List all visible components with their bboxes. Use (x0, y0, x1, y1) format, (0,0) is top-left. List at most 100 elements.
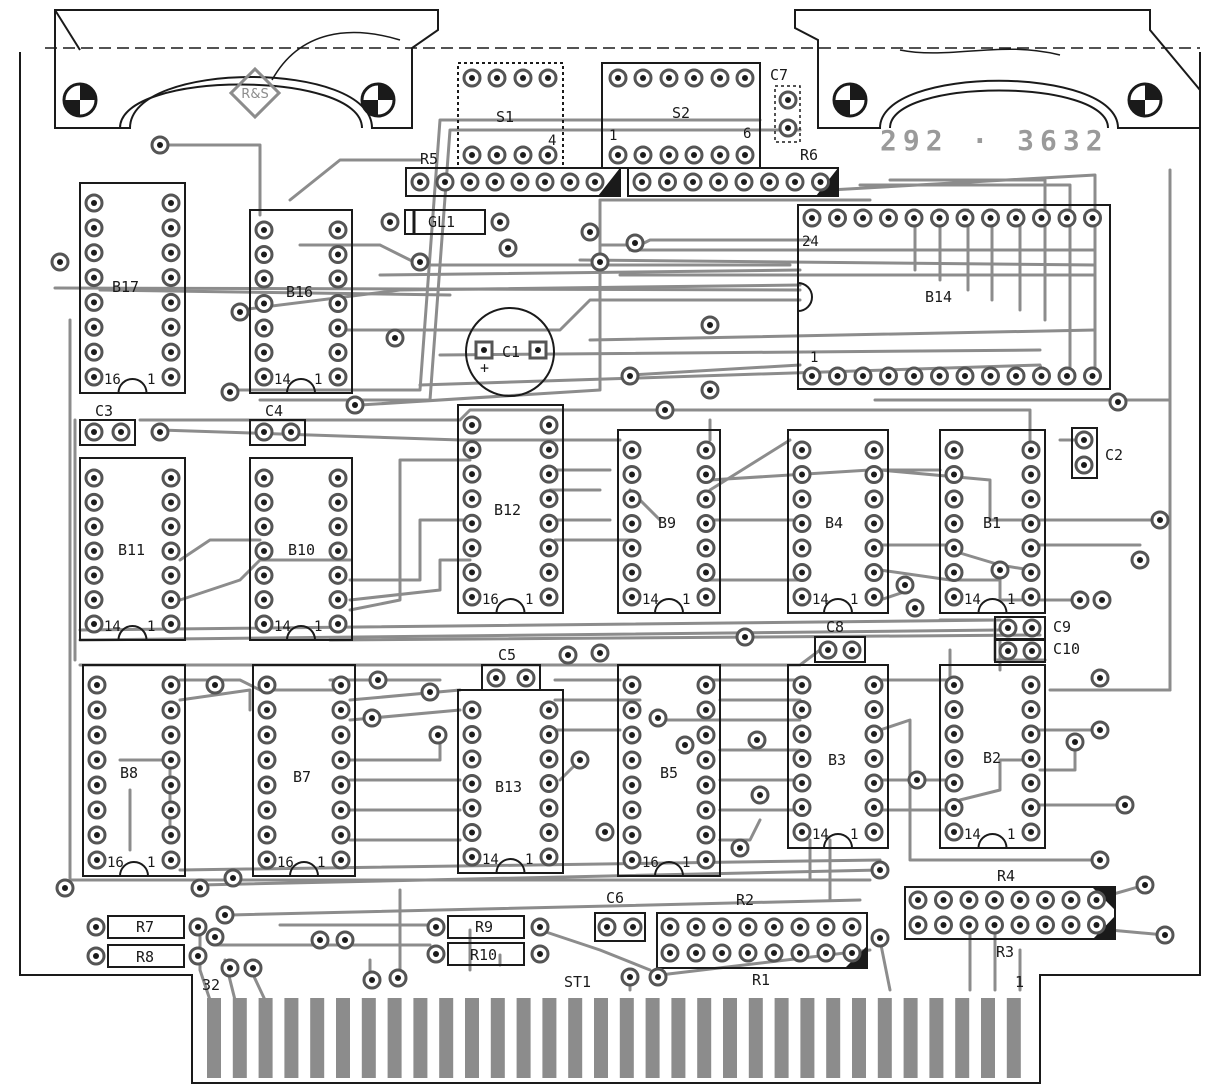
ic-pad (1032, 208, 1051, 228)
ic-pad (328, 318, 348, 338)
resistor-r7 (107, 915, 185, 939)
ic-pad (87, 850, 107, 870)
capacitor-c10 (994, 639, 1046, 663)
ic-b11 (79, 457, 186, 641)
via-pad (1090, 720, 1110, 740)
ic-pad (879, 366, 898, 386)
ic-pad (254, 343, 274, 362)
via-pad (905, 598, 925, 618)
ic-pad (161, 468, 181, 488)
label-c1-plus: + (480, 359, 489, 377)
resistor-pad (790, 943, 810, 963)
switch-s1 (457, 62, 564, 169)
ic-pad (853, 366, 873, 386)
ic-pad (331, 750, 351, 770)
label-r6: R6 (800, 146, 818, 164)
ic-pad (161, 565, 181, 585)
label-b2: B2 (983, 749, 1001, 767)
via-pad (1090, 668, 1110, 688)
ic-pad (792, 675, 812, 695)
ic-pin-label-first: 1 (682, 855, 690, 871)
ic-pad (254, 318, 274, 338)
ic-pad (696, 514, 716, 533)
ic-pad (539, 513, 559, 533)
resistor-r9 (447, 915, 525, 939)
resistor-pad (764, 917, 784, 937)
label-edge-pin32: 32 (202, 976, 220, 994)
ic-pad (944, 465, 964, 484)
ic-pad (1032, 366, 1051, 386)
via-pad (220, 958, 240, 978)
ic-pad (331, 700, 351, 720)
ic-pad (161, 675, 181, 695)
ic-pin-label-first: 1 (850, 592, 858, 608)
switch-pad (538, 145, 558, 165)
mounting-hole-3 (832, 82, 868, 118)
ic-pad (622, 850, 642, 870)
ic-b7 (252, 664, 356, 877)
capacitor-c5 (481, 664, 541, 691)
ic-pad (84, 292, 104, 312)
ic-pad (904, 208, 924, 228)
ic-pad (161, 825, 181, 845)
via-pad (625, 233, 645, 253)
ic-pin-label-last: 14 (482, 852, 499, 868)
ic-pad (955, 208, 975, 228)
ic-pad (622, 538, 642, 558)
ic-pad (462, 562, 482, 582)
ic-pad (328, 565, 348, 585)
label-s2-pin1: 1 (609, 128, 617, 144)
resistor-pad (683, 172, 703, 192)
ic-pad (462, 415, 482, 435)
edge-contact (723, 998, 737, 1078)
ic-pin-label-last: 14 (964, 592, 981, 608)
edge-contact (413, 998, 428, 1078)
ic-pad (328, 590, 348, 610)
mounting-hole-1 (62, 82, 98, 118)
ic-pad (1083, 366, 1102, 386)
ic-pad (944, 440, 964, 460)
via-pad (558, 645, 578, 665)
switch-pad (735, 68, 755, 88)
ic-pad (331, 800, 351, 820)
ic-pin-label-last: 14 (274, 372, 291, 388)
capacitor-pad (1074, 430, 1094, 450)
ic-pin-label-last: 14 (104, 619, 121, 635)
ic-pin-label-first: 1 (850, 827, 858, 843)
via-pad (750, 785, 770, 805)
ic-pin-label-last: 14 (812, 827, 829, 843)
capacitor-pad (486, 668, 506, 688)
ic-pad (539, 538, 559, 558)
ic-pad (87, 775, 107, 795)
ic-pad (462, 464, 482, 484)
switch-pad (710, 68, 730, 88)
label-r9: R9 (475, 918, 493, 936)
label-s2: S2 (672, 104, 690, 122)
ic-pad (539, 489, 559, 509)
resistor-pad (1010, 890, 1030, 910)
ic-pad (1021, 489, 1041, 509)
via-pad (150, 135, 170, 155)
resistor-pad (585, 172, 605, 192)
edge-contact (387, 998, 402, 1078)
ic-pad (328, 269, 348, 289)
ic-pad (331, 825, 351, 845)
ic-pad (792, 514, 812, 533)
ic-pad (254, 517, 274, 537)
resistor-pad (530, 917, 550, 937)
ic-pad (84, 317, 104, 337)
ic-pad (622, 825, 642, 845)
ic-pad (696, 440, 716, 460)
via-pad (620, 366, 640, 386)
ic-pad (622, 725, 642, 745)
edge-contact (207, 998, 221, 1078)
label-b8: B8 (120, 764, 138, 782)
ic-pad (331, 775, 351, 795)
ic-pad (864, 822, 884, 842)
ic-pad (792, 489, 812, 509)
diode-pad (380, 212, 400, 232)
ic-b3 (787, 664, 889, 849)
ic-pad (864, 724, 884, 744)
via-pad (385, 328, 405, 348)
via-pad (428, 725, 448, 745)
